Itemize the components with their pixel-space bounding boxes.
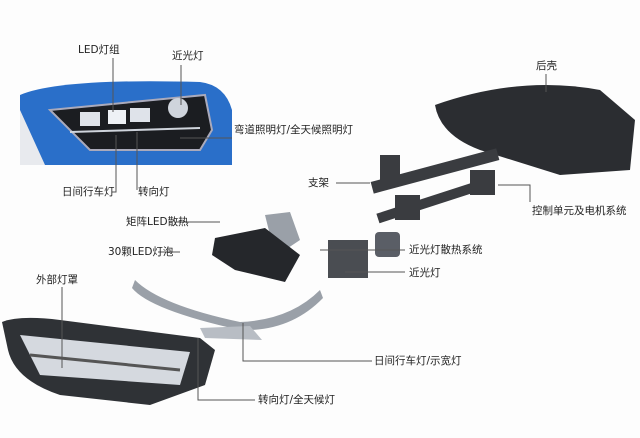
- led-module-part: [212, 228, 300, 282]
- label-bracket: 支架: [308, 177, 329, 189]
- drl-strip-part: [132, 280, 323, 331]
- label-cornering-light: 弯道照明灯/全天候照明灯: [234, 124, 354, 136]
- label-outer-lens: 外部灯罩: [36, 274, 78, 286]
- label-turn-allweather: 转向灯/全天候灯: [258, 394, 336, 406]
- bracket-part: [370, 148, 500, 224]
- label-led-30: 30颗LED灯泡: [108, 246, 174, 258]
- rear-housing-part: [435, 85, 635, 175]
- label-drl-position: 日间行车灯/示宽灯: [374, 355, 462, 367]
- car-headlight-inset: [20, 81, 232, 165]
- label-low-beam-heatsink: 近光灯散热系统: [409, 244, 483, 256]
- matrix-heatsink-part: [265, 212, 300, 250]
- label-low-beam: 近光灯: [409, 267, 441, 279]
- outer-lens-part: [2, 317, 215, 405]
- low-beam-heatsink-part: [375, 232, 400, 257]
- leader-lines: [61, 58, 547, 401]
- label-low-beam-top: 近光灯: [172, 50, 204, 62]
- label-rear-housing: 后壳: [536, 60, 557, 72]
- label-drl-top: 日间行车灯: [62, 186, 115, 198]
- label-matrix-heatsink: 矩阵LED散热: [126, 216, 189, 228]
- label-led-group: LED灯组: [78, 44, 120, 56]
- turn-light-part: [200, 326, 262, 340]
- label-turn-top: 转向灯: [138, 186, 170, 198]
- label-control-unit: 控制单元及电机系统: [532, 205, 627, 217]
